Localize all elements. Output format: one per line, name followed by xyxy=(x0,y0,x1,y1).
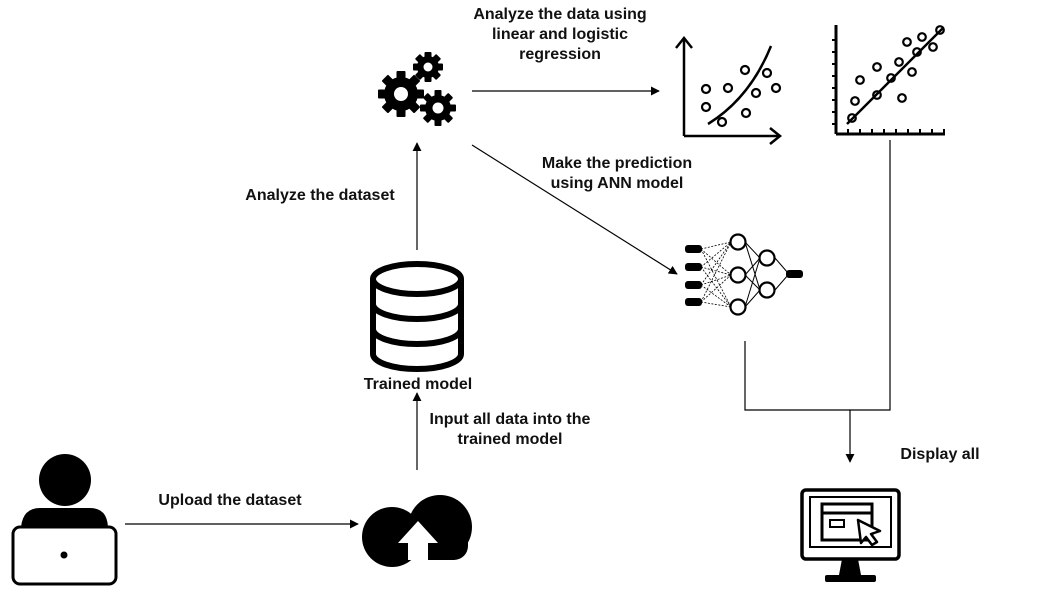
label-make-prediction: Make the prediction using ANN model xyxy=(541,155,693,192)
database-icon xyxy=(370,261,464,372)
user-laptop-icon xyxy=(11,454,118,586)
label-upload-dataset: Upload the dataset xyxy=(158,492,302,509)
label-input-data: Input all data into the trained model xyxy=(429,411,591,448)
gears-icon xyxy=(378,52,456,126)
connector-ann-to-display xyxy=(744,341,850,411)
monitor-dashboard-icon xyxy=(800,488,901,582)
cloud-upload-icon xyxy=(362,495,472,567)
label-trained-model: Trained model xyxy=(363,376,473,393)
arrow-plots-to-display xyxy=(845,140,891,463)
nonlinear-scatter-plot-icon xyxy=(675,35,783,145)
label-analyze-dataset: Analyze the dataset xyxy=(245,187,395,204)
neural-network-icon xyxy=(685,233,803,316)
linear-regression-plot-icon xyxy=(832,25,945,136)
label-display-all: Display all xyxy=(900,446,980,463)
arrow-gears-to-ann xyxy=(471,144,678,275)
label-analyze-regression: Analyze the data using linear and logist… xyxy=(473,6,647,63)
